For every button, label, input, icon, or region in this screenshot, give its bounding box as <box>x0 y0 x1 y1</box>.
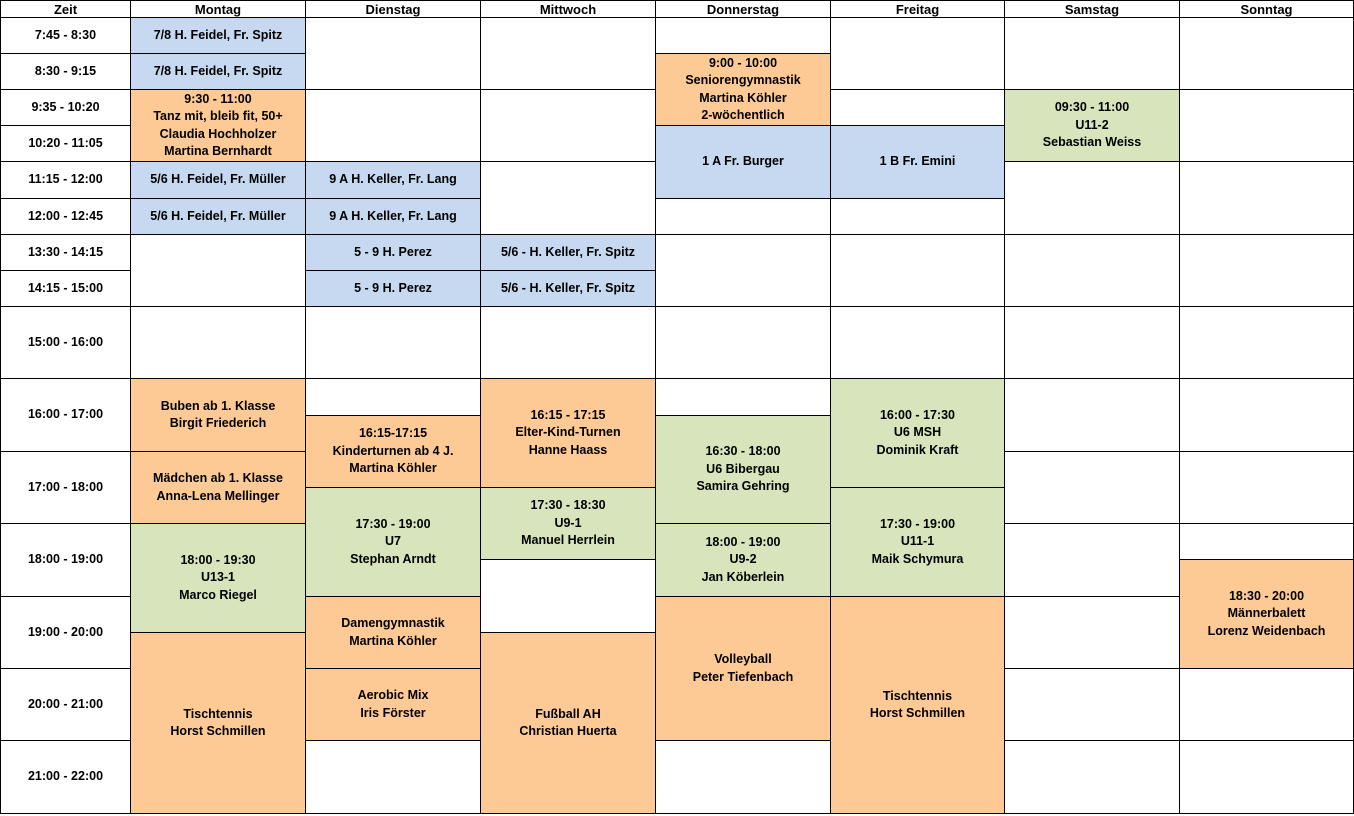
schedule-event[interactable]: 18:30 - 20:00 Männerbalett Lorenz Weiden… <box>1179 559 1354 669</box>
schedule-event[interactable]: 16:00 - 17:30 U6 MSH Dominik Kraft <box>830 378 1005 488</box>
time-slot: 17:00 - 18:00 <box>0 451 131 524</box>
time-slot: 11:15 - 12:00 <box>0 161 131 199</box>
time-slot: 8:30 - 9:15 <box>0 53 131 90</box>
header-day-dienstag: Dienstag <box>305 0 481 18</box>
empty-slot[interactable] <box>655 306 831 379</box>
header-day-samstag: Samstag <box>1004 0 1180 18</box>
header-day-donnerstag: Donnerstag <box>655 0 831 18</box>
empty-slot[interactable] <box>830 17 1005 90</box>
schedule-event[interactable]: 9:00 - 10:00 Seniorengymnastik Martina K… <box>655 53 831 126</box>
empty-slot[interactable] <box>1179 378 1354 452</box>
empty-slot[interactable] <box>655 17 831 54</box>
header-day-sonntag: Sonntag <box>1179 0 1354 18</box>
empty-slot[interactable] <box>830 89 1005 126</box>
empty-slot[interactable] <box>1179 523 1354 560</box>
schedule-event[interactable]: 17:30 - 19:00 U11-1 Maik Schymura <box>830 487 1005 597</box>
empty-slot[interactable] <box>1179 740 1354 814</box>
schedule-event[interactable]: Volleyball Peter Tiefenbach <box>655 596 831 741</box>
empty-slot[interactable] <box>305 306 481 379</box>
schedule-event[interactable]: 17:30 - 19:00 U7 Stephan Arndt <box>305 487 481 597</box>
empty-slot[interactable] <box>1004 306 1180 379</box>
schedule-event[interactable]: 9 A H. Keller, Fr. Lang <box>305 161 481 199</box>
schedule-event[interactable]: Fußball AH Christian Huerta <box>480 632 656 814</box>
schedule-event[interactable]: 5/6 H. Feidel, Fr. Müller <box>130 161 306 199</box>
schedule-event[interactable]: 1 A Fr. Burger <box>655 125 831 199</box>
empty-slot[interactable] <box>305 740 481 814</box>
empty-slot[interactable] <box>830 306 1005 379</box>
empty-slot[interactable] <box>830 234 1005 307</box>
schedule-event[interactable]: Tischtennis Horst Schmillen <box>830 596 1005 814</box>
empty-slot[interactable] <box>1179 17 1354 90</box>
schedule-event[interactable]: 16:15 - 17:15 Elter-Kind-Turnen Hanne Ha… <box>480 378 656 488</box>
schedule-event[interactable]: 09:30 - 11:00 U11-2 Sebastian Weiss <box>1004 89 1180 162</box>
time-slot: 20:00 - 21:00 <box>0 668 131 741</box>
schedule-event[interactable]: 18:00 - 19:00 U9-2 Jan Köberlein <box>655 523 831 597</box>
empty-slot[interactable] <box>830 198 1005 235</box>
time-slot: 14:15 - 15:00 <box>0 270 131 307</box>
empty-slot[interactable] <box>1179 451 1354 524</box>
schedule-event[interactable]: 18:00 - 19:30 U13-1 Marco Riegel <box>130 523 306 633</box>
time-slot: 16:00 - 17:00 <box>0 378 131 452</box>
time-slot: 10:20 - 11:05 <box>0 125 131 162</box>
schedule-event[interactable]: 5/6 H. Feidel, Fr. Müller <box>130 198 306 235</box>
schedule-event[interactable]: 5 - 9 H. Perez <box>305 234 481 271</box>
time-slot: 21:00 - 22:00 <box>0 740 131 814</box>
time-slot: 7:45 - 8:30 <box>0 17 131 54</box>
header-day-freitag: Freitag <box>830 0 1005 18</box>
empty-slot[interactable] <box>480 161 656 235</box>
empty-slot[interactable] <box>1004 378 1180 452</box>
empty-slot[interactable] <box>480 306 656 379</box>
empty-slot[interactable] <box>1004 17 1180 90</box>
schedule-event[interactable]: 9 A H. Keller, Fr. Lang <box>305 198 481 235</box>
schedule-event[interactable]: 16:30 - 18:00 U6 Bibergau Samira Gehring <box>655 415 831 524</box>
empty-slot[interactable] <box>480 17 656 90</box>
empty-slot[interactable] <box>130 234 306 307</box>
time-slot: 12:00 - 12:45 <box>0 198 131 235</box>
empty-slot[interactable] <box>1179 161 1354 235</box>
schedule-event[interactable]: Mädchen ab 1. Klasse Anna-Lena Mellinger <box>130 451 306 524</box>
empty-slot[interactable] <box>1004 668 1180 741</box>
schedule-event[interactable]: 5/6 - H. Keller, Fr. Spitz <box>480 270 656 307</box>
empty-slot[interactable] <box>655 740 831 814</box>
schedule-event[interactable]: 1 B Fr. Emini <box>830 125 1005 199</box>
empty-slot[interactable] <box>1004 523 1180 597</box>
schedule-event[interactable]: 16:15-17:15 Kinderturnen ab 4 J. Martina… <box>305 415 481 488</box>
time-slot: 18:00 - 19:00 <box>0 523 131 597</box>
empty-slot[interactable] <box>1004 451 1180 524</box>
time-slot: 15:00 - 16:00 <box>0 306 131 379</box>
empty-slot[interactable] <box>1179 306 1354 379</box>
time-slot: 9:35 - 10:20 <box>0 89 131 126</box>
schedule-event[interactable]: Tischtennis Horst Schmillen <box>130 632 306 814</box>
schedule-event[interactable]: Aerobic Mix Iris Förster <box>305 668 481 741</box>
empty-slot[interactable] <box>1004 161 1180 235</box>
empty-slot[interactable] <box>1004 596 1180 669</box>
empty-slot[interactable] <box>130 306 306 379</box>
schedule-event[interactable]: 5/6 - H. Keller, Fr. Spitz <box>480 234 656 271</box>
header-day-mittwoch: Mittwoch <box>480 0 656 18</box>
empty-slot[interactable] <box>480 559 656 633</box>
schedule-event[interactable]: Buben ab 1. Klasse Birgit Friederich <box>130 378 306 452</box>
empty-slot[interactable] <box>1004 740 1180 814</box>
time-slot: 13:30 - 14:15 <box>0 234 131 271</box>
empty-slot[interactable] <box>655 378 831 416</box>
schedule-event[interactable]: 17:30 - 18:30 U9-1 Manuel Herrlein <box>480 487 656 560</box>
header-day-montag: Montag <box>130 0 306 18</box>
schedule-event[interactable]: 9:30 - 11:00 Tanz mit, bleib fit, 50+ Cl… <box>130 89 306 162</box>
empty-slot[interactable] <box>305 89 481 162</box>
empty-slot[interactable] <box>1179 89 1354 162</box>
empty-slot[interactable] <box>1179 668 1354 741</box>
empty-slot[interactable] <box>655 234 831 307</box>
schedule-event[interactable]: 7/8 H. Feidel, Fr. Spitz <box>130 17 306 54</box>
header-time: Zeit <box>0 0 131 18</box>
schedule-event[interactable]: Damengymnastik Martina Köhler <box>305 596 481 669</box>
empty-slot[interactable] <box>305 17 481 90</box>
empty-slot[interactable] <box>305 378 481 416</box>
empty-slot[interactable] <box>655 198 831 235</box>
empty-slot[interactable] <box>1179 234 1354 307</box>
empty-slot[interactable] <box>480 89 656 162</box>
time-slot: 19:00 - 20:00 <box>0 596 131 669</box>
schedule-event[interactable]: 7/8 H. Feidel, Fr. Spitz <box>130 53 306 90</box>
empty-slot[interactable] <box>1004 234 1180 307</box>
schedule-event[interactable]: 5 - 9 H. Perez <box>305 270 481 307</box>
